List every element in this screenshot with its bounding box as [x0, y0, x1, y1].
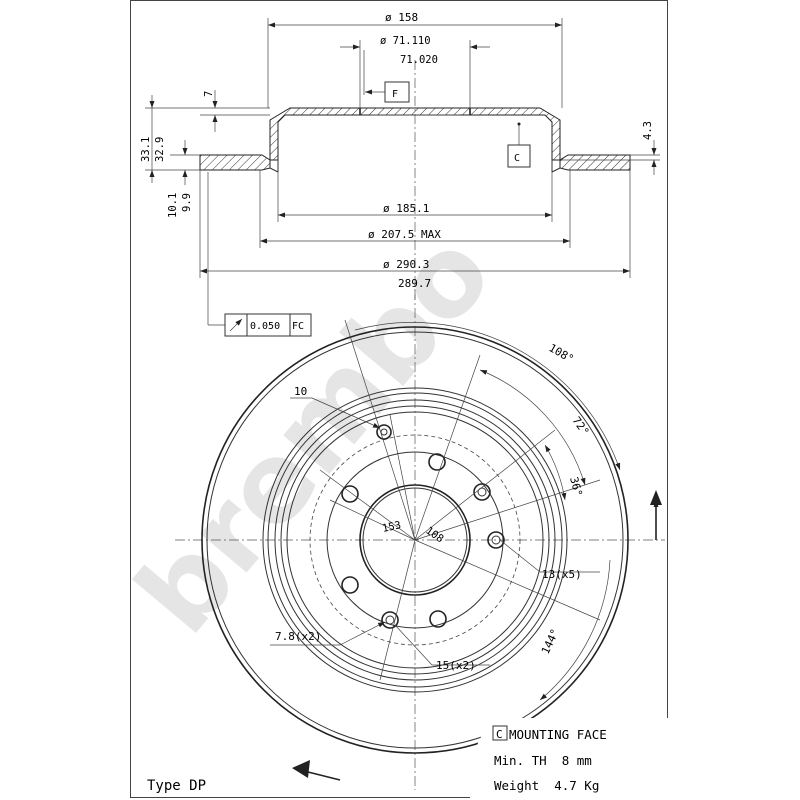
angle-108: 108°	[547, 341, 576, 366]
dim-7: 7	[203, 91, 215, 97]
dim-289-7: 289.7	[398, 277, 431, 290]
label-10: 10	[294, 385, 307, 398]
dim-290-3: ø 290.3	[383, 258, 429, 271]
angle-144: 144°	[539, 627, 562, 657]
angle-72: 72°	[570, 414, 592, 438]
dim-outer-hat: ø 158	[385, 11, 418, 24]
weight: Weight 4.7 Kg	[494, 778, 599, 793]
min-thickness: Min. TH 8 mm	[494, 753, 592, 768]
label-108: 108	[423, 525, 445, 546]
bolt-holes	[341, 424, 505, 629]
angle-36: 36°	[567, 475, 585, 498]
dim-32-9: 32.9	[154, 137, 166, 162]
mounting-face-box: C	[496, 728, 503, 741]
dim-207-5-max: ø 207.5 MAX	[368, 228, 441, 241]
dim-9-9: 9.9	[181, 193, 193, 212]
center-bore	[359, 484, 471, 596]
dim-bore-upper: ø 71.110	[380, 35, 431, 47]
runout-ref: FC	[292, 321, 304, 332]
datum-c-label: C	[514, 153, 520, 164]
section-view: ø 158 ø 71.110 71.020 F C 7 33.1 32.9	[140, 11, 660, 337]
hat-section-right	[469, 107, 561, 161]
runout-value: 0.050	[250, 321, 280, 332]
datum-f-label: F	[392, 89, 398, 100]
label-13x5: 13(x5)	[542, 568, 582, 581]
dim-33-1: 33.1	[140, 137, 152, 162]
hat-section-left	[269, 107, 361, 161]
type-label: Type DP	[147, 778, 206, 794]
dim-bore-lower: 71.020	[400, 54, 438, 66]
label-153: 153	[381, 519, 402, 535]
label-15x2: 15(x2)	[436, 659, 476, 672]
notes: C MOUNTING FACE Min. TH 8 mm Weight 4.7 …	[147, 718, 668, 798]
label-7-8x2: 7.8(x2)	[275, 630, 321, 643]
dim-185-1: ø 185.1	[383, 202, 429, 215]
dim-4-3: 4.3	[642, 121, 654, 140]
mounting-face-label: MOUNTING FACE	[509, 727, 607, 742]
dim-10-1: 10.1	[167, 193, 179, 218]
disc-outer-edge	[201, 326, 629, 754]
